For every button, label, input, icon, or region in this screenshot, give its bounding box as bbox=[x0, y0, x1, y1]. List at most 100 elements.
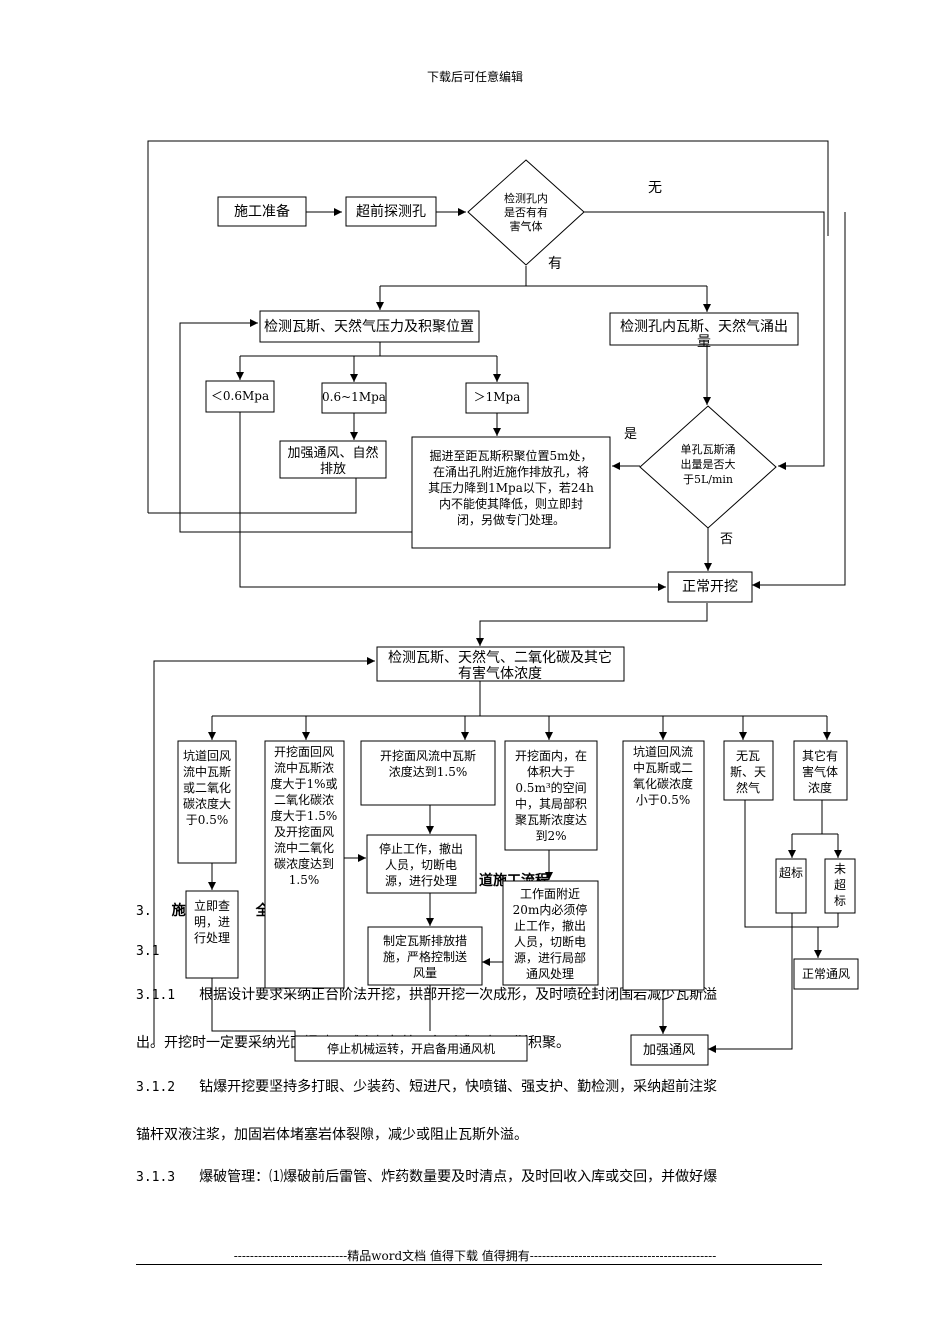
svg-text:中瓦斯或二: 中瓦斯或二 bbox=[633, 760, 693, 775]
svg-text:害气体: 害气体 bbox=[802, 764, 838, 779]
svg-text:检测孔内瓦斯、天然气涌出: 检测孔内瓦斯、天然气涌出 bbox=[620, 318, 788, 335]
svg-text:二氧化碳浓: 二氧化碳浓 bbox=[274, 793, 334, 807]
svg-text:标: 标 bbox=[834, 894, 846, 908]
svg-text:人员，切断电: 人员，切断电 bbox=[385, 857, 457, 872]
svg-text:超: 超 bbox=[834, 877, 846, 892]
node-stop-machine: 停止机械运转，开启备用通风机 bbox=[294, 1035, 528, 1062]
svg-text:1.5%: 1.5% bbox=[289, 873, 320, 887]
svg-text:正常开挖: 正常开挖 bbox=[682, 579, 738, 595]
svg-text:无瓦: 无瓦 bbox=[736, 749, 760, 763]
svg-text:排放: 排放 bbox=[320, 462, 346, 477]
svg-text:是否有有: 是否有有 bbox=[504, 205, 548, 219]
node-cond-no-gas: 无瓦 斯、天 然气 bbox=[723, 740, 774, 801]
node-not-exceed: 未 超 标 bbox=[824, 858, 856, 914]
svg-text:制定瓦斯排放措: 制定瓦斯排放措 bbox=[383, 933, 467, 948]
svg-text:碳浓度达到: 碳浓度达到 bbox=[274, 856, 334, 871]
svg-text:20m内必须停: 20m内必须停 bbox=[513, 902, 588, 917]
svg-text:及开挖面风: 及开挖面风 bbox=[274, 824, 334, 839]
svg-text:通风处理: 通风处理 bbox=[526, 967, 574, 981]
svg-text:超前探测孔: 超前探测孔 bbox=[356, 203, 426, 220]
connector-loop-top bbox=[147, 140, 829, 513]
svg-text:出量是否大: 出量是否大 bbox=[681, 457, 736, 471]
node-detect-concentration: 检测瓦斯、天然气、二氧化碳及其它 有害气体浓度 bbox=[376, 646, 625, 682]
svg-text:氧化碳浓度: 氧化碳浓度 bbox=[633, 776, 693, 791]
label-none: 无 bbox=[648, 180, 662, 196]
svg-text:体积大于: 体积大于 bbox=[527, 765, 575, 779]
label-no: 否 bbox=[720, 532, 733, 547]
node-detect-outflow: 检测孔内瓦斯、天然气涌出 量 bbox=[609, 312, 799, 350]
node-cond-local-2pct: 开挖面内，在 体积大于 0.5m³的空间 中，其局部积 聚瓦斯浓度达 到2% bbox=[504, 740, 598, 851]
svg-text:＞1Mpa: ＞1Mpa bbox=[474, 390, 521, 404]
node-decision-flow: 单孔瓦斯涌 出量是否大 于5L/min bbox=[639, 405, 777, 529]
connector-exceed-vent bbox=[708, 913, 793, 1053]
svg-text:害气体: 害气体 bbox=[510, 219, 543, 233]
node-immediate: 立即查 明，进 行处理 bbox=[185, 890, 239, 979]
page-footer: ----------------------------精品word文档 值得下… bbox=[233, 1249, 717, 1263]
svg-text:停止工作，撤出: 停止工作，撤出 bbox=[379, 841, 463, 856]
svg-text:开挖面内，在: 开挖面内，在 bbox=[515, 748, 587, 763]
node-nearby-stop: 工作面附近 20m内必须停 止工作，撤出 人员，切断电 源，进行局部 通风处理 bbox=[502, 880, 599, 986]
svg-text:加强通风: 加强通风 bbox=[643, 1043, 695, 1058]
svg-text:开挖面风流中瓦斯: 开挖面风流中瓦斯 bbox=[380, 748, 476, 763]
svg-text:加强通风、自然: 加强通风、自然 bbox=[287, 445, 378, 461]
svg-text:坑道回风流: 坑道回风流 bbox=[633, 744, 693, 759]
svg-text:未: 未 bbox=[834, 862, 846, 876]
svg-text:0.5m³的空间: 0.5m³的空间 bbox=[515, 780, 586, 795]
svg-text:行处理: 行处理 bbox=[194, 931, 230, 945]
svg-text:源，进行局部: 源，进行局部 bbox=[514, 950, 586, 965]
svg-text:聚瓦斯浓度达: 聚瓦斯浓度达 bbox=[515, 812, 587, 827]
svg-text:闭，另做专门处理。: 闭，另做专门处理。 bbox=[457, 512, 565, 527]
svg-text:开挖面回风: 开挖面回风 bbox=[274, 744, 334, 759]
svg-text:量: 量 bbox=[697, 334, 711, 350]
connector-normal-conc bbox=[476, 603, 708, 646]
svg-text:流中瓦斯: 流中瓦斯 bbox=[183, 764, 231, 779]
svg-text:源，进行处理: 源，进行处理 bbox=[385, 874, 457, 888]
node-detect-pressure: 检测瓦斯、天然气压力及积聚位置 bbox=[259, 310, 480, 343]
svg-text:度大于1%或: 度大于1%或 bbox=[270, 776, 337, 791]
svg-text:超标: 超标 bbox=[779, 865, 803, 880]
node-normal-vent: 正常通风 bbox=[793, 958, 859, 990]
connector-left-loop bbox=[153, 657, 375, 1044]
node-normal-dig: 正常开挖 bbox=[667, 571, 753, 603]
node-pressure-low: ＜0.6Mpa bbox=[205, 380, 275, 413]
footer-rule bbox=[136, 1264, 822, 1265]
svg-text:明，进: 明，进 bbox=[194, 915, 230, 929]
node-cond-return-05: 坑道回风 流中瓦斯 或二氧化 碳浓度大 于0.5% bbox=[177, 740, 237, 864]
node-cond-face-1pct: 开挖面回风 流中瓦斯浓 度大于1%或 二氧化碳浓 度大于1.5% 及开挖面风 流… bbox=[264, 740, 345, 989]
node-pressure-high: ＞1Mpa bbox=[465, 382, 529, 414]
node-exceed: 超标 bbox=[775, 858, 807, 914]
svg-text:或二氧化: 或二氧化 bbox=[183, 781, 231, 795]
svg-text:于5L/min: 于5L/min bbox=[683, 473, 733, 486]
svg-text:小于0.5%: 小于0.5% bbox=[636, 793, 691, 807]
svg-text:碳浓度大: 碳浓度大 bbox=[183, 796, 231, 811]
node-start: 施工准备 bbox=[217, 196, 307, 227]
node-strengthen-vent: 加强通风 bbox=[630, 1034, 709, 1066]
svg-text:施工准备: 施工准备 bbox=[234, 203, 290, 220]
svg-text:正常通风: 正常通风 bbox=[802, 967, 850, 981]
svg-text:流中瓦斯浓: 流中瓦斯浓 bbox=[274, 760, 334, 775]
svg-text:浓度达到1.5%: 浓度达到1.5% bbox=[389, 764, 468, 779]
svg-text:其压力降到1Mpa以下，若24h: 其压力降到1Mpa以下，若24h bbox=[428, 481, 594, 495]
node-decision-gas: 检测孔内 是否有有 害气体 bbox=[467, 159, 585, 266]
svg-text:于0.5%: 于0.5% bbox=[186, 813, 229, 827]
node-plan-drain: 制定瓦斯排放措 施，严格控制送 风量 bbox=[367, 926, 483, 986]
node-cond-face-15pct: 开挖面风流中瓦斯 浓度达到1.5% bbox=[360, 740, 496, 806]
connector-right-normal bbox=[752, 212, 846, 589]
node-probe: 超前探测孔 bbox=[345, 196, 437, 227]
svg-text:流中二氧化: 流中二氧化 bbox=[274, 840, 334, 855]
svg-text:浓度: 浓度 bbox=[808, 780, 832, 795]
svg-text:＜0.6Mpa: ＜0.6Mpa bbox=[211, 389, 269, 403]
svg-text:单孔瓦斯涌: 单孔瓦斯涌 bbox=[681, 443, 736, 456]
paragraph-3-1-2-cont: 锚杆双液注浆，加固岩体堵塞岩体裂隙，减少或阻止瓦斯外溢。 bbox=[136, 1127, 528, 1143]
svg-text:掘进至距瓦斯积聚位置5m处，: 掘进至距瓦斯积聚位置5m处， bbox=[429, 448, 592, 463]
svg-text:中，其局部积: 中，其局部积 bbox=[515, 796, 587, 811]
svg-text:在涌出孔附近施作排放孔，将: 在涌出孔附近施作排放孔，将 bbox=[433, 464, 589, 479]
svg-text:其它有: 其它有 bbox=[802, 748, 838, 763]
svg-text:斯、天: 斯、天 bbox=[730, 765, 766, 779]
svg-text:度大于1.5%: 度大于1.5% bbox=[271, 808, 338, 823]
connector-none-to-flowcheck bbox=[584, 211, 825, 470]
